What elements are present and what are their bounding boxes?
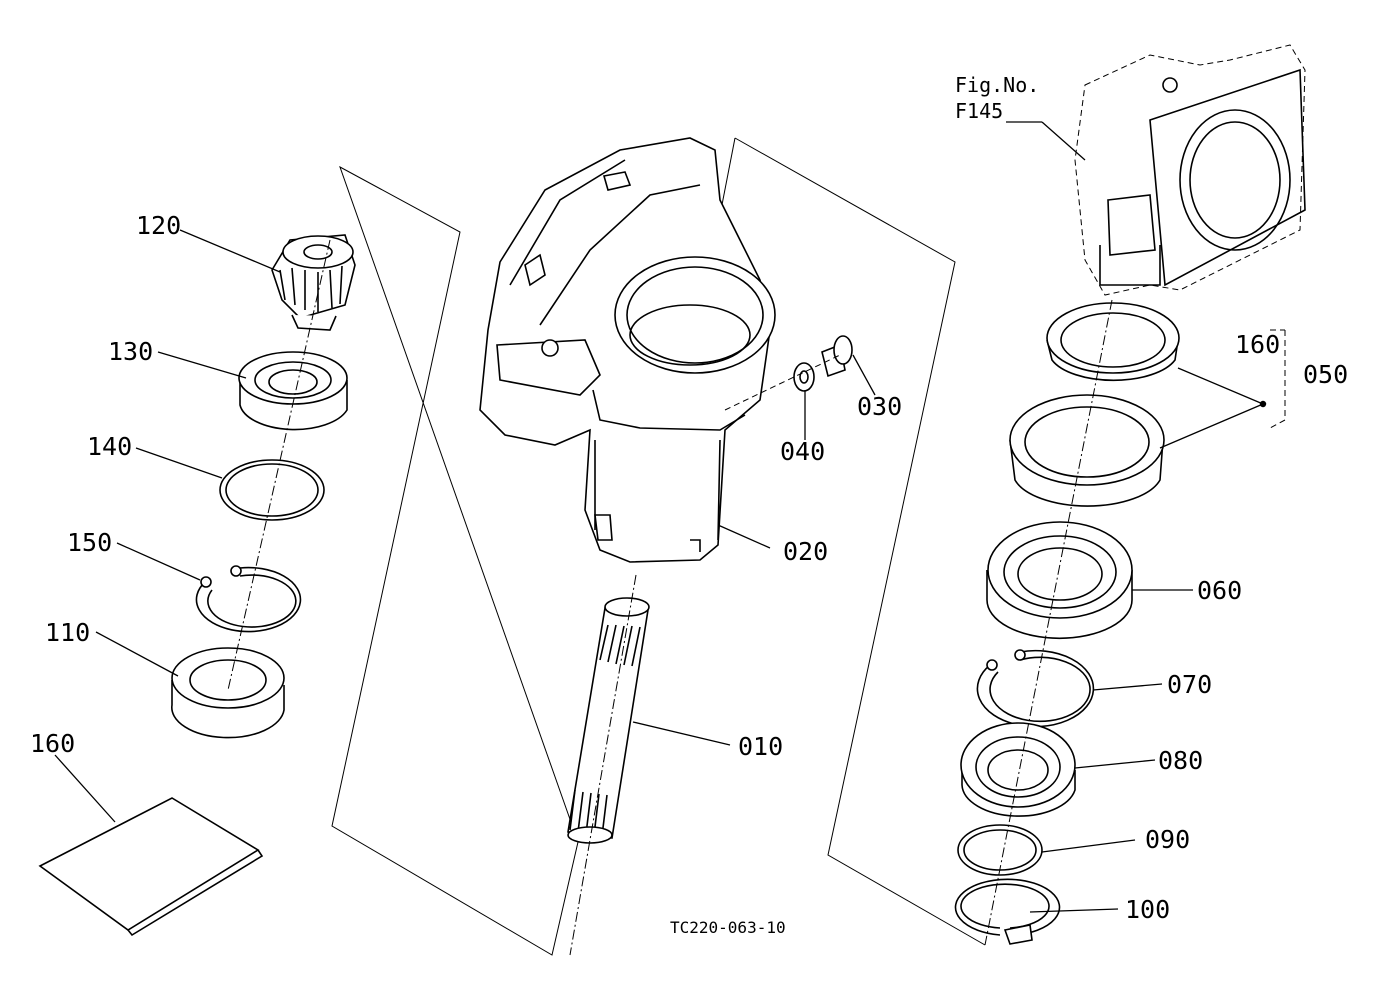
- oil-seal-110[interactable]: [171, 647, 285, 739]
- shim-ring-140[interactable]: [219, 459, 325, 521]
- right-group-frame: [734, 137, 986, 946]
- snap-ring-070[interactable]: [976, 649, 1095, 728]
- snap-ring-150[interactable]: [195, 565, 302, 633]
- washer-040[interactable]: [793, 362, 815, 392]
- callout-060: 060: [1197, 576, 1242, 605]
- callout-040: 040: [780, 437, 825, 466]
- callout-010: 010: [738, 732, 783, 761]
- callout-160-gasket: 160: [30, 729, 75, 758]
- callout-120: 120: [136, 211, 181, 240]
- fig-ref-line2: F145: [955, 99, 1003, 123]
- bevel-gear-120[interactable]: [271, 234, 356, 331]
- callout-020: 020: [783, 537, 828, 566]
- callout-050: 050: [1303, 360, 1348, 389]
- callout-070: 070: [1167, 670, 1212, 699]
- callout-160-group: 160: [1235, 330, 1280, 359]
- bearing-130[interactable]: [238, 351, 348, 431]
- fig-ref-line1: Fig.No.: [955, 73, 1039, 97]
- figure-code: TC220-063-10: [670, 918, 786, 937]
- callout-130: 130: [108, 337, 153, 366]
- gasket-sheet-160[interactable]: [38, 797, 264, 937]
- callout-080: 080: [1158, 746, 1203, 775]
- callout-110: 110: [45, 618, 90, 647]
- callout-140: 140: [87, 432, 132, 461]
- callout-100: 100: [1125, 895, 1170, 924]
- reference-housing-f145: [1074, 44, 1306, 296]
- bearing-cone-050[interactable]: [1009, 394, 1165, 507]
- bearing-080[interactable]: [960, 722, 1076, 817]
- callout-030: 030: [857, 392, 902, 421]
- callout-090: 090: [1145, 825, 1190, 854]
- shaft-010[interactable]: [567, 597, 650, 844]
- bearing-cup-050[interactable]: [1046, 302, 1180, 382]
- gear-case-020[interactable]: [479, 137, 776, 563]
- left-group-frame: [331, 165, 579, 956]
- bearing-060[interactable]: [986, 521, 1133, 640]
- group-050-node: [1259, 400, 1267, 408]
- snap-ring-100[interactable]: [954, 878, 1061, 945]
- callout-150: 150: [67, 528, 112, 557]
- plug-bolt-030[interactable]: [821, 335, 853, 378]
